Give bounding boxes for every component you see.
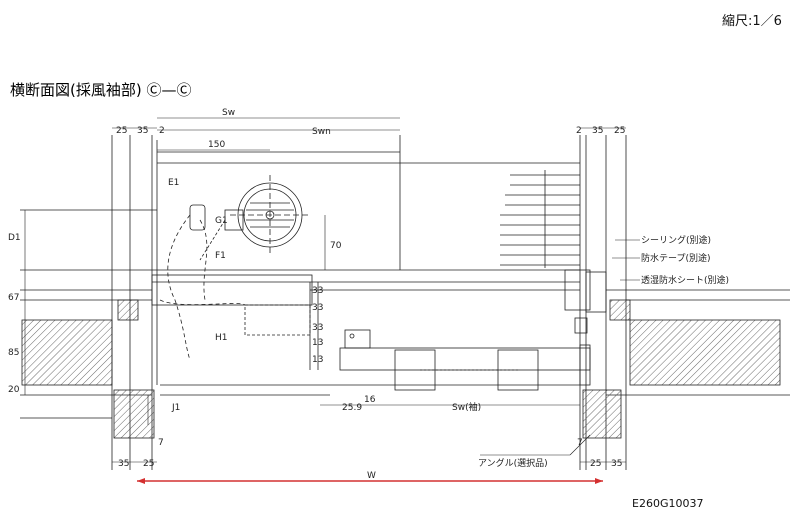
scale-label: 縮尺:1／6 [722,14,782,29]
dim-25-9: 25.9 [342,403,362,413]
dim-sw: Sw [222,108,235,118]
dim-13-a: 13 [312,338,323,348]
dim-top-left-35: 35 [137,126,148,136]
dim-top-left-2: 2 [159,126,165,136]
dim-g1: G1 [215,216,228,226]
dim-bottom-right-35: 35 [611,459,622,469]
dim-f1: F1 [215,251,226,261]
dim-top-right-35: 35 [592,126,603,136]
dim-150: 150 [208,140,225,150]
dim-16: 16 [364,395,376,405]
dim-w: W [367,471,376,481]
dim-bottom-left-35: 35 [118,459,129,469]
callout-sealing: シーリング(別途) [641,234,711,246]
dim-e1: E1 [168,178,179,188]
drawing-code: E260G10037 [632,497,704,510]
dim-20: 20 [8,385,20,395]
dim-33-a: 33 [312,286,323,296]
dim-7-right: 7 [577,438,583,448]
dim-13-b: 13 [312,355,323,365]
dim-33-b: 33 [312,303,323,313]
callout-waterproof-tape: 防水テープ(別途) [641,252,710,264]
louver-stripes [500,170,580,268]
dim-top-left-25: 25 [116,126,127,136]
dimension-lines [24,117,640,463]
dim-bottom-left-25: 25 [143,459,154,469]
dim-7-left: 7 [158,438,164,448]
dim-j1: J1 [171,403,180,413]
dim-67: 67 [8,293,19,303]
dim-top-right-2: 2 [576,126,582,136]
dim-sw-sode: Sw(袖) [452,401,481,413]
wall-studs [21,299,781,439]
callout-labels: シーリング(別途) 防水テープ(別途) 透湿防水シート(別途) アングル(選択品… [478,234,729,469]
width-line [137,478,603,484]
dim-33-c: 33 [312,323,323,333]
dim-bottom-right-25: 25 [590,459,601,469]
dim-70: 70 [330,241,342,251]
dim-d1: D1 [8,233,21,243]
dim-85: 85 [8,348,19,358]
drawing-title: 横断面図(採風袖部) Ⓒ—Ⓒ [10,81,192,99]
dim-h1: H1 [215,333,228,343]
vent-fan-icon [230,175,310,255]
dim-top-right-25: 25 [614,126,625,136]
callout-moisture-sheet: 透湿防水シート(別途) [641,274,729,286]
dim-swn: Swn [312,127,331,137]
dimension-labels: 25 35 2 2 35 25 Sw Swn 150 70 33 33 33 1… [8,108,625,481]
callout-angle: アングル(選択品) [478,457,548,469]
